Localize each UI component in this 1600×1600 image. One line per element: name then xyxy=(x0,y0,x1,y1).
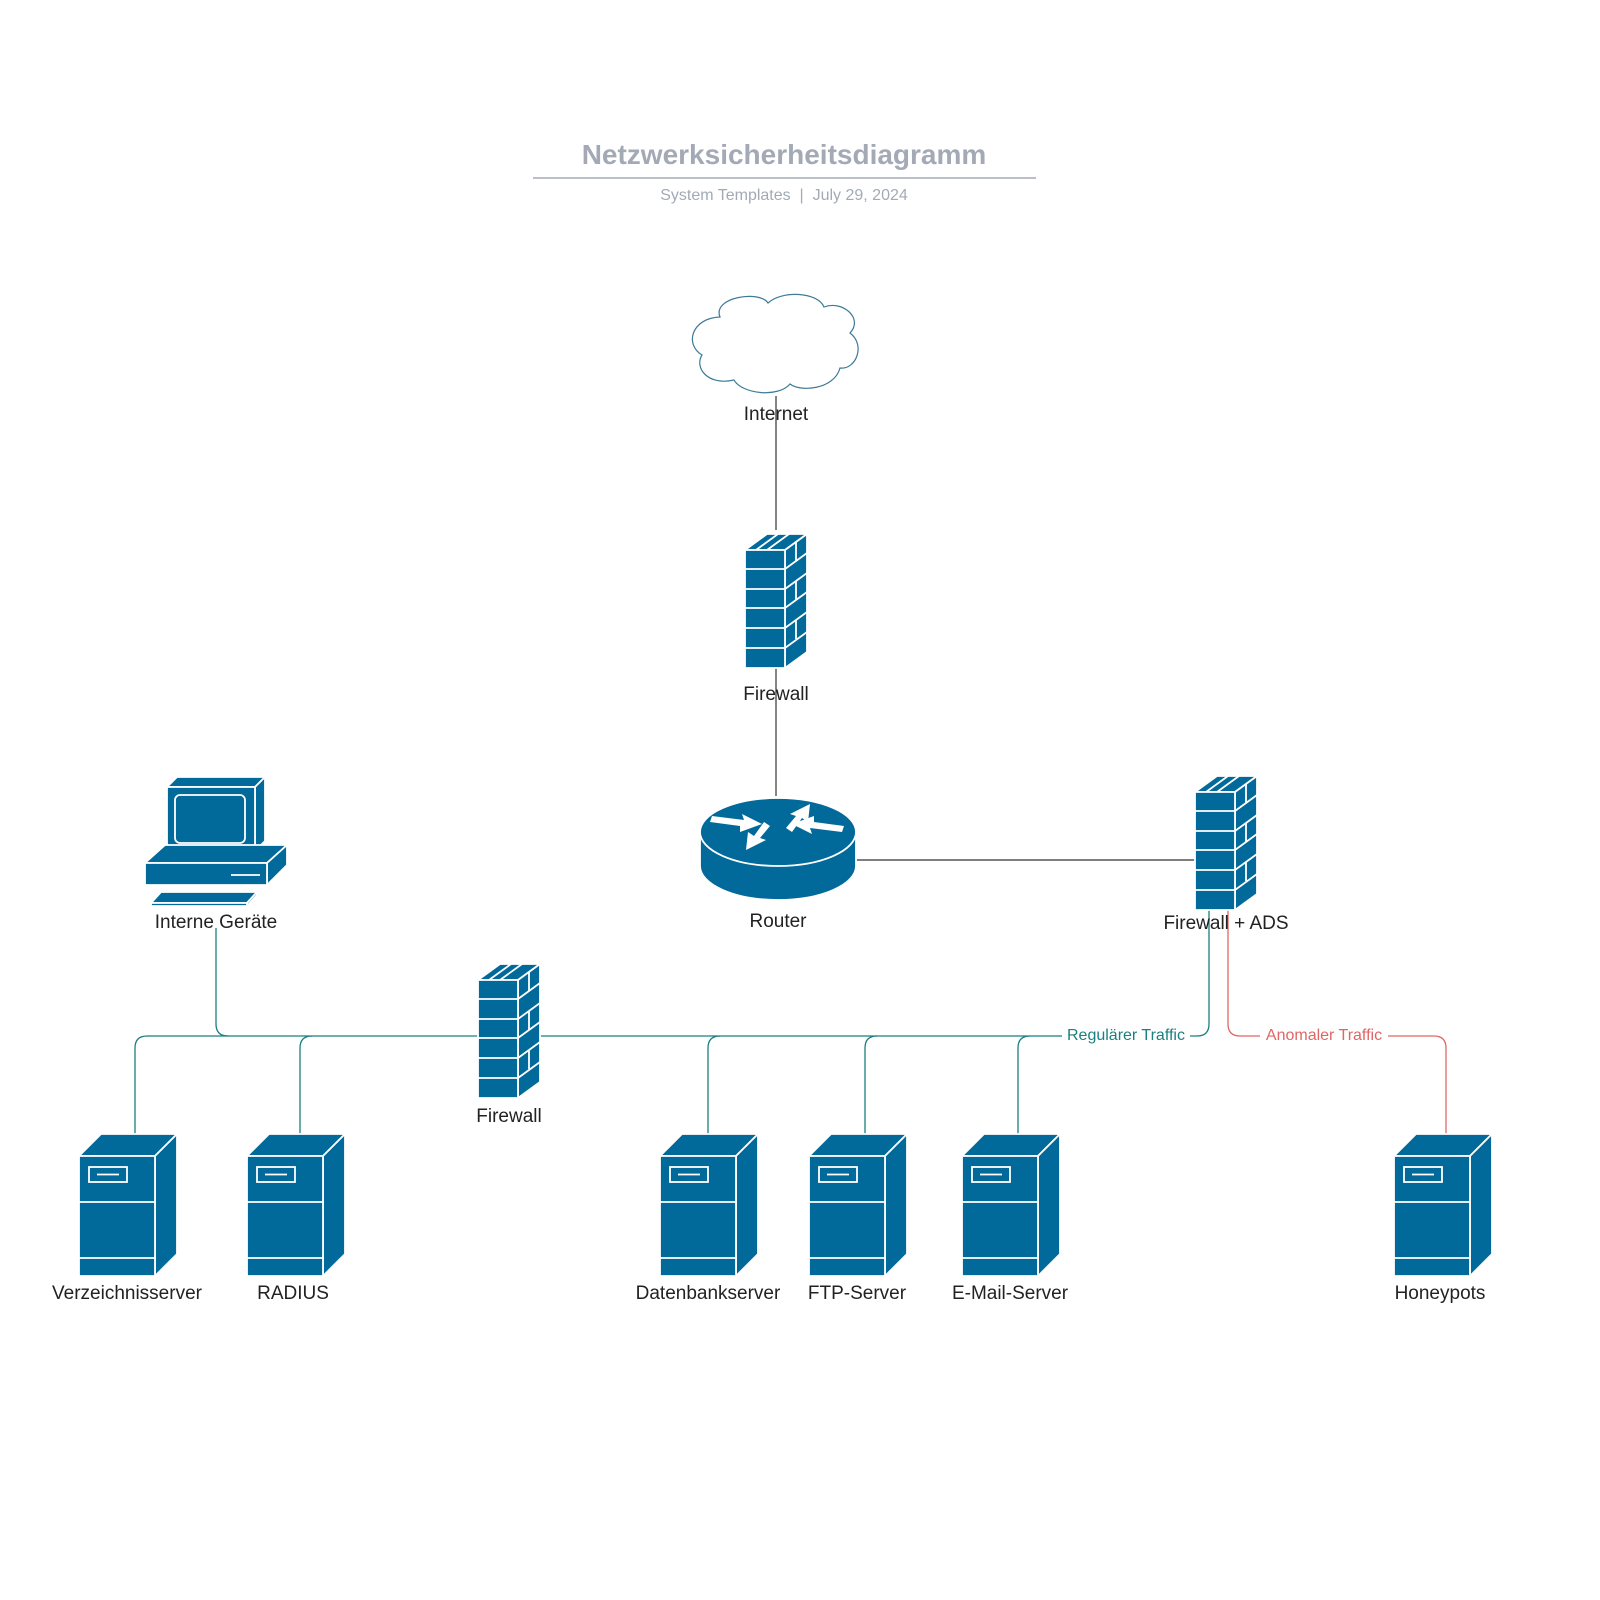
link-bus-radius xyxy=(299,1035,313,1136)
link-bus-email-server xyxy=(1017,1035,1031,1136)
diagram-subtitle: System Templates | July 29, 2024 xyxy=(660,187,908,204)
server-tower-icon xyxy=(246,1133,346,1277)
radius-node[interactable]: RADIUS xyxy=(246,1133,346,1304)
router-node[interactable]: Router xyxy=(699,797,857,932)
brick-firewall-icon xyxy=(477,963,541,1099)
radius-label: RADIUS xyxy=(257,1283,329,1304)
diagram-title: Netzwerksicherheitsdiagramm xyxy=(582,139,987,170)
directory-server-node[interactable]: Verzeichnisserver xyxy=(52,1133,203,1304)
firewall-top-label: Firewall xyxy=(743,684,808,705)
directory-server-label: Verzeichnisserver xyxy=(52,1283,203,1304)
honeypots-label: Honeypots xyxy=(1395,1283,1486,1304)
firewall-top-node[interactable]: Firewall xyxy=(743,533,809,705)
regular-traffic-label: Regulärer Traffic xyxy=(1067,1027,1185,1044)
desktop-computer-icon xyxy=(144,776,288,907)
server-tower-icon xyxy=(78,1133,178,1277)
router-label: Router xyxy=(749,911,807,932)
brick-firewall-icon xyxy=(744,533,808,669)
regular-traffic-label-bg xyxy=(1062,1024,1190,1046)
ftp-server-label: FTP-Server xyxy=(808,1283,907,1304)
firewall-ads-node[interactable]: Firewall + ADS xyxy=(1163,775,1289,934)
link-bus-ftp-server xyxy=(864,1035,878,1136)
firewall-internal-label: Firewall xyxy=(476,1106,541,1127)
link-bus-database-server xyxy=(707,1035,721,1136)
internal-links xyxy=(134,910,1210,1136)
email-server-node[interactable]: E-Mail-Server xyxy=(952,1133,1069,1304)
anomalous-traffic-label: Anomaler Traffic xyxy=(1266,1027,1382,1044)
internal-devices-node[interactable]: Interne Geräte xyxy=(144,776,288,933)
link-bus-directory-server xyxy=(134,1035,148,1136)
email-server-label: E-Mail-Server xyxy=(952,1283,1069,1304)
database-server-node[interactable]: Datenbankserver xyxy=(636,1133,781,1304)
server-tower-icon xyxy=(659,1133,759,1277)
server-tower-icon xyxy=(1393,1133,1493,1277)
cloud-icon xyxy=(691,293,859,394)
anomalous-traffic-label-bg xyxy=(1260,1024,1388,1046)
firewall-internal-node[interactable]: Firewall xyxy=(476,963,542,1127)
server-tower-icon xyxy=(808,1133,908,1277)
brick-firewall-icon xyxy=(1194,775,1258,911)
honeypots-node[interactable]: Honeypots xyxy=(1393,1133,1493,1304)
database-server-label: Datenbankserver xyxy=(636,1283,781,1304)
internet-label: Internet xyxy=(744,404,809,425)
link-workstation-bus xyxy=(215,928,229,1037)
internal-devices-label: Interne Geräte xyxy=(155,912,278,933)
internet-node[interactable]: Internet xyxy=(691,293,859,425)
firewall-ads-label: Firewall + ADS xyxy=(1163,913,1288,934)
link-anomalous-traffic xyxy=(1227,910,1447,1136)
link-regular-traffic xyxy=(1196,910,1210,1037)
server-tower-icon xyxy=(961,1133,1061,1277)
main-links xyxy=(775,396,1195,861)
ftp-server-node[interactable]: FTP-Server xyxy=(808,1133,908,1304)
router-icon xyxy=(699,797,857,901)
